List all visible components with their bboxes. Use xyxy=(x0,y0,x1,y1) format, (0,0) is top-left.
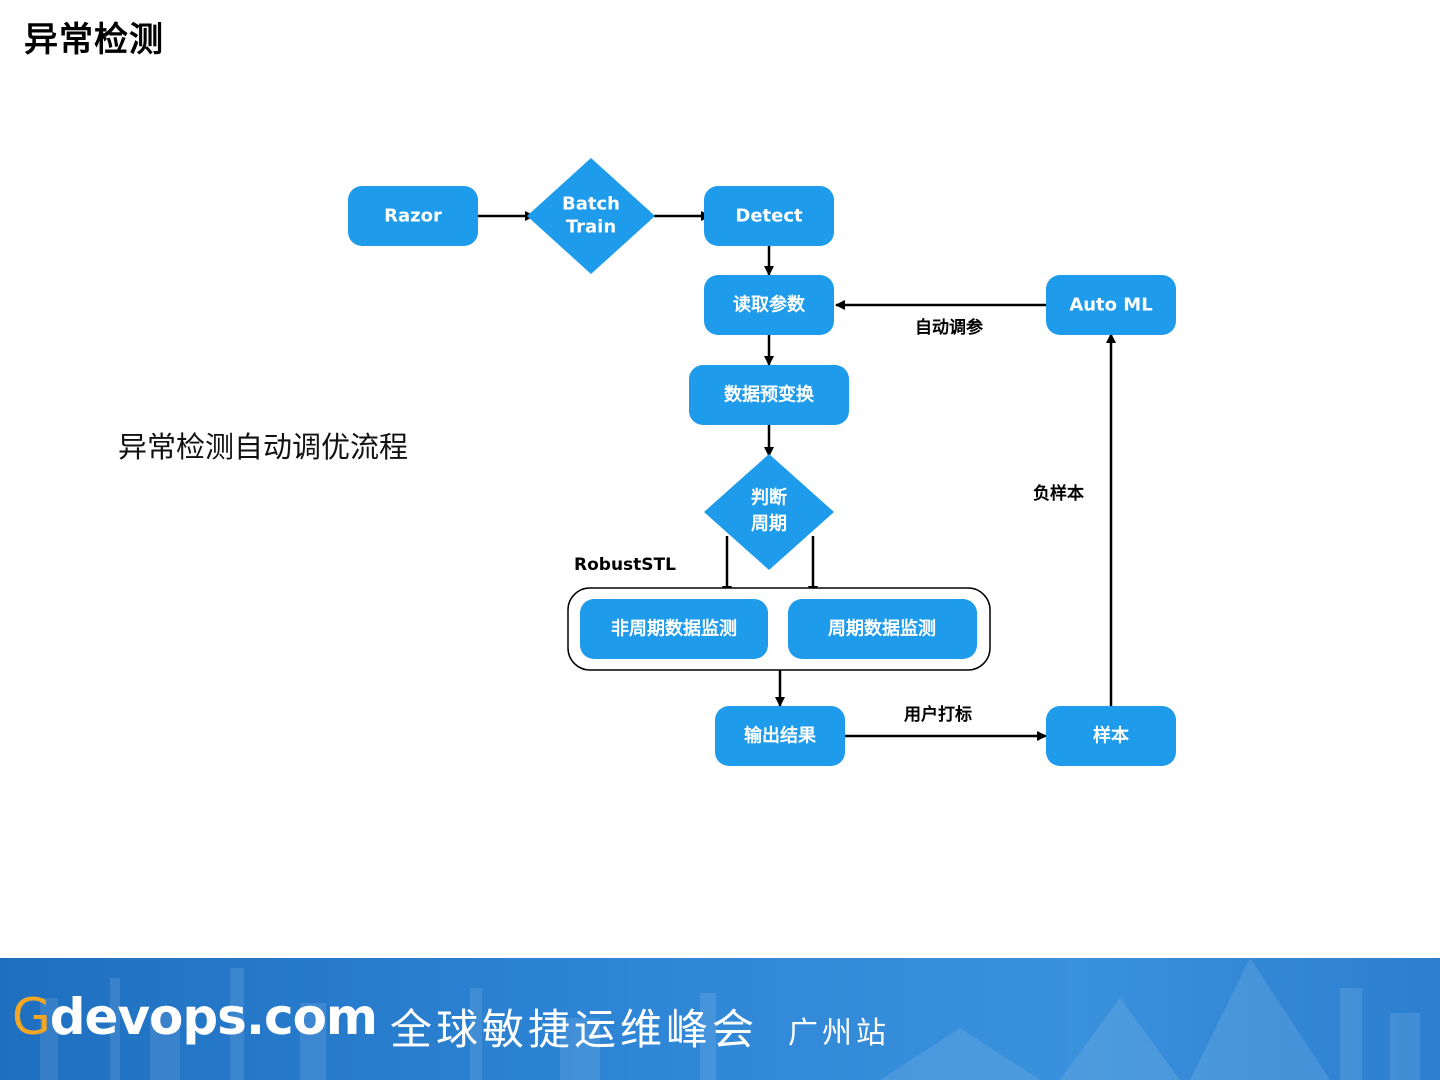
periodic-node xyxy=(788,599,977,659)
footer-banner: Gdevops.com 全球敏捷运维峰会 广州站 xyxy=(0,958,1440,1080)
robuststl-label: RobustSTL xyxy=(574,555,676,575)
samples-label: 样本 xyxy=(1093,725,1129,747)
read-params-node xyxy=(704,275,834,335)
preprocess-node xyxy=(689,365,849,425)
auto-ml-label: Auto ML xyxy=(1069,295,1152,316)
skyline-graphic xyxy=(40,958,1420,1080)
judge-period-node xyxy=(704,454,834,570)
detect-label: Detect xyxy=(735,206,803,227)
page-title: 异常检测 xyxy=(24,20,164,60)
edges xyxy=(478,211,1116,741)
auto-ml-node xyxy=(1046,275,1176,335)
auto-tune-label: 自动调参 xyxy=(915,317,983,338)
preprocess-label: 数据预变换 xyxy=(724,384,815,406)
footer-slogan: 全球敏捷运维峰会 xyxy=(390,1005,759,1054)
output-label: 输出结果 xyxy=(744,725,817,747)
diagram-caption: 异常检测自动调优流程 xyxy=(118,430,409,464)
detect-node xyxy=(704,186,834,246)
nonperiodic-label: 非周期数据监测 xyxy=(611,618,737,640)
read-params-label: 读取参数 xyxy=(733,294,806,316)
samples-node xyxy=(1046,706,1176,766)
negative-samples-label: 负样本 xyxy=(1033,483,1084,504)
output-node xyxy=(715,706,845,766)
judge-label-1: 判断 xyxy=(751,487,787,509)
batch-train-label-1: Batch xyxy=(562,194,620,215)
user-label-label: 用户打标 xyxy=(904,704,972,725)
judge-label-2: 周期 xyxy=(751,514,787,535)
gdevops-logo: Gdevops.com xyxy=(12,988,378,1046)
batch-train-node xyxy=(527,158,655,274)
flowchart: Razor Batch Train Detect 读取参数 Auto ML 数据… xyxy=(348,158,1176,766)
razor-node xyxy=(348,186,478,246)
razor-label: Razor xyxy=(384,206,442,227)
batch-train-label-2: Train xyxy=(566,217,616,238)
nonperiodic-node xyxy=(580,599,768,659)
periodic-label: 周期数据监测 xyxy=(828,618,936,640)
footer-city: 广州站 xyxy=(788,1016,890,1051)
